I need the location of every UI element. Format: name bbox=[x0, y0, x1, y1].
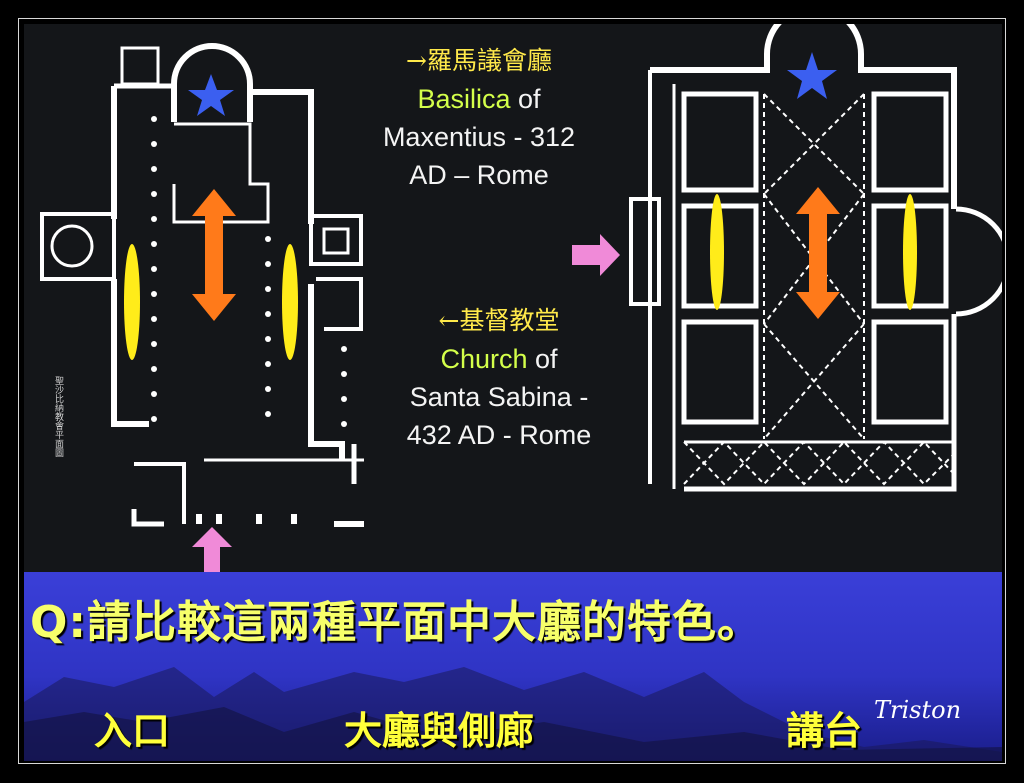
caption-cn: →羅馬議會廳 bbox=[406, 46, 552, 75]
double-arrow-icon bbox=[192, 189, 236, 321]
caption-line: Maxentius - 312 bbox=[382, 122, 576, 152]
aisle-marker bbox=[903, 194, 917, 310]
caption-title-line: Church of bbox=[379, 340, 619, 378]
caption-line: 432 AD - Rome bbox=[406, 420, 592, 450]
santa-sabina-plan bbox=[40, 43, 364, 527]
plan-vertical-label: 聖沙比納教會平面圖 bbox=[53, 376, 63, 457]
maxentius-plan bbox=[629, 24, 1002, 492]
question-text: Q:請比較這兩種平面中大廳的特色。 bbox=[30, 597, 762, 648]
caption-maxentius: →羅馬議會廳 Basilica of Maxentius - 312 AD – … bbox=[354, 42, 604, 194]
star-icon bbox=[188, 74, 234, 116]
caption-title-line: Basilica of bbox=[354, 80, 604, 118]
pointer-arrow-icon bbox=[572, 234, 620, 276]
floor-plans bbox=[40, 24, 1002, 576]
star-icon bbox=[787, 52, 837, 99]
caption-rest: of bbox=[510, 84, 541, 114]
mountain-silhouette bbox=[24, 667, 1002, 761]
caption-rest: of bbox=[527, 344, 558, 374]
frame-border bbox=[18, 18, 1006, 764]
aisle-marker bbox=[282, 244, 298, 360]
slide: 聖沙比納教會平面圖 →羅馬議會廳 Basilica of Maxentius -… bbox=[24, 24, 1002, 761]
label-entrance: 入口 bbox=[94, 708, 171, 753]
caption-highlight: Church bbox=[440, 344, 528, 374]
double-arrow-icon bbox=[796, 187, 840, 319]
caption-cn: ←基督教堂 bbox=[438, 306, 560, 335]
pointer-arrow-icon bbox=[192, 527, 232, 576]
caption-line: AD – Rome bbox=[409, 160, 549, 190]
aisle-marker bbox=[710, 194, 724, 310]
watermark: Triston bbox=[874, 696, 962, 724]
caption-line: Santa Sabina - bbox=[409, 382, 589, 412]
label-hall: 大廳與側廊 bbox=[344, 708, 535, 753]
santa-sabina-columns bbox=[151, 116, 347, 427]
aisle-marker bbox=[124, 244, 140, 360]
label-pulpit: 講台 bbox=[786, 708, 863, 753]
caption-santa-sabina: ←基督教堂 Church of Santa Sabina - 432 AD - … bbox=[379, 302, 619, 454]
caption-highlight: Basilica bbox=[417, 84, 511, 114]
question-band: Q:請比較這兩種平面中大廳的特色。 入口 大廳與側廊 講台 bbox=[24, 572, 1002, 761]
